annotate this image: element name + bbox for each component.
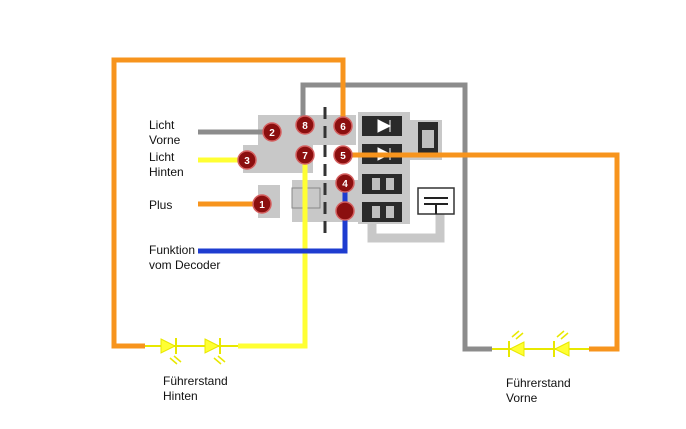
chip-4-pin-a [372,206,380,218]
component-chip-3 [362,174,402,194]
led-icon [160,338,177,354]
label-fuehrerstand-hinten-line1: Führerstand [163,374,228,388]
label-licht-vorne-line2: Vorne [149,133,181,147]
led-icon [508,341,525,357]
label-licht-hinten-line2: Hinten [149,165,184,179]
pad-1-label: 1 [259,200,265,211]
label-licht-hinten-line1: Licht [149,150,175,164]
diode-symbol-1 [377,119,392,133]
pad-unlabeled [335,201,355,221]
led-light-rays-icon [556,330,569,340]
wire-orange-vorne [350,152,620,352]
led-light-rays-icon [213,355,226,365]
board-trace-bottom [367,210,445,243]
pad-4: 4 [335,173,355,193]
label-plus: Plus [149,198,172,213]
pad-7-label: 7 [302,151,308,162]
pad-3: 3 [237,150,257,170]
wire-orange-hinten [111,57,346,349]
pad-5-label: 5 [340,151,346,162]
label-licht-vorne-line1: Licht [149,118,175,132]
led-group-vorne [492,330,589,357]
pad-5: 5 [333,145,353,165]
label-funktion-line1: Funktion [149,243,196,257]
pad-6: 6 [333,116,353,136]
capacitor-inner [422,130,434,148]
pad-1: 1 [252,194,272,214]
label-plus-text: Plus [149,198,173,212]
pad-6-label: 6 [340,122,346,133]
chip-3-pin-a [372,178,380,190]
component-chip-4 [362,202,402,222]
solder-pads: 8 6 2 7 5 3 4 1 [237,115,355,221]
wire-yellow-hinten [238,160,308,349]
pad-8-label: 8 [302,121,308,132]
label-fuehrerstand-hinten-line2: Hinten [163,389,198,403]
label-licht-vorne: Licht Vorne [149,118,180,148]
led-icon [553,341,570,357]
label-fuehrerstand-vorne-line1: Führerstand [506,376,571,390]
label-fuehrerstand-vorne: Führerstand Vorne [506,376,571,406]
label-fuehrerstand-hinten: Führerstand Hinten [163,374,228,404]
pad-8: 8 [295,115,315,135]
pad-4-label: 4 [342,179,348,190]
led-group-hinten [145,338,238,365]
led-light-rays-icon [169,355,182,365]
label-licht-hinten: Licht Hinten [149,150,184,180]
led-light-rays-icon [511,330,524,340]
pad-3-label: 3 [244,156,250,167]
pad-2-label: 2 [269,128,275,139]
label-fuehrerstand-vorne-line2: Vorne [506,391,538,405]
chip-3-pin-b [386,178,394,190]
chip-4-pin-b [386,206,394,218]
label-funktion-line2: vom Decoder [149,258,221,272]
pad-7: 7 [295,145,315,165]
led-icon [204,338,221,354]
label-funktion: Funktion vom Decoder [149,243,220,273]
pad-2: 2 [262,122,282,142]
wire-gray-loop [300,82,492,352]
